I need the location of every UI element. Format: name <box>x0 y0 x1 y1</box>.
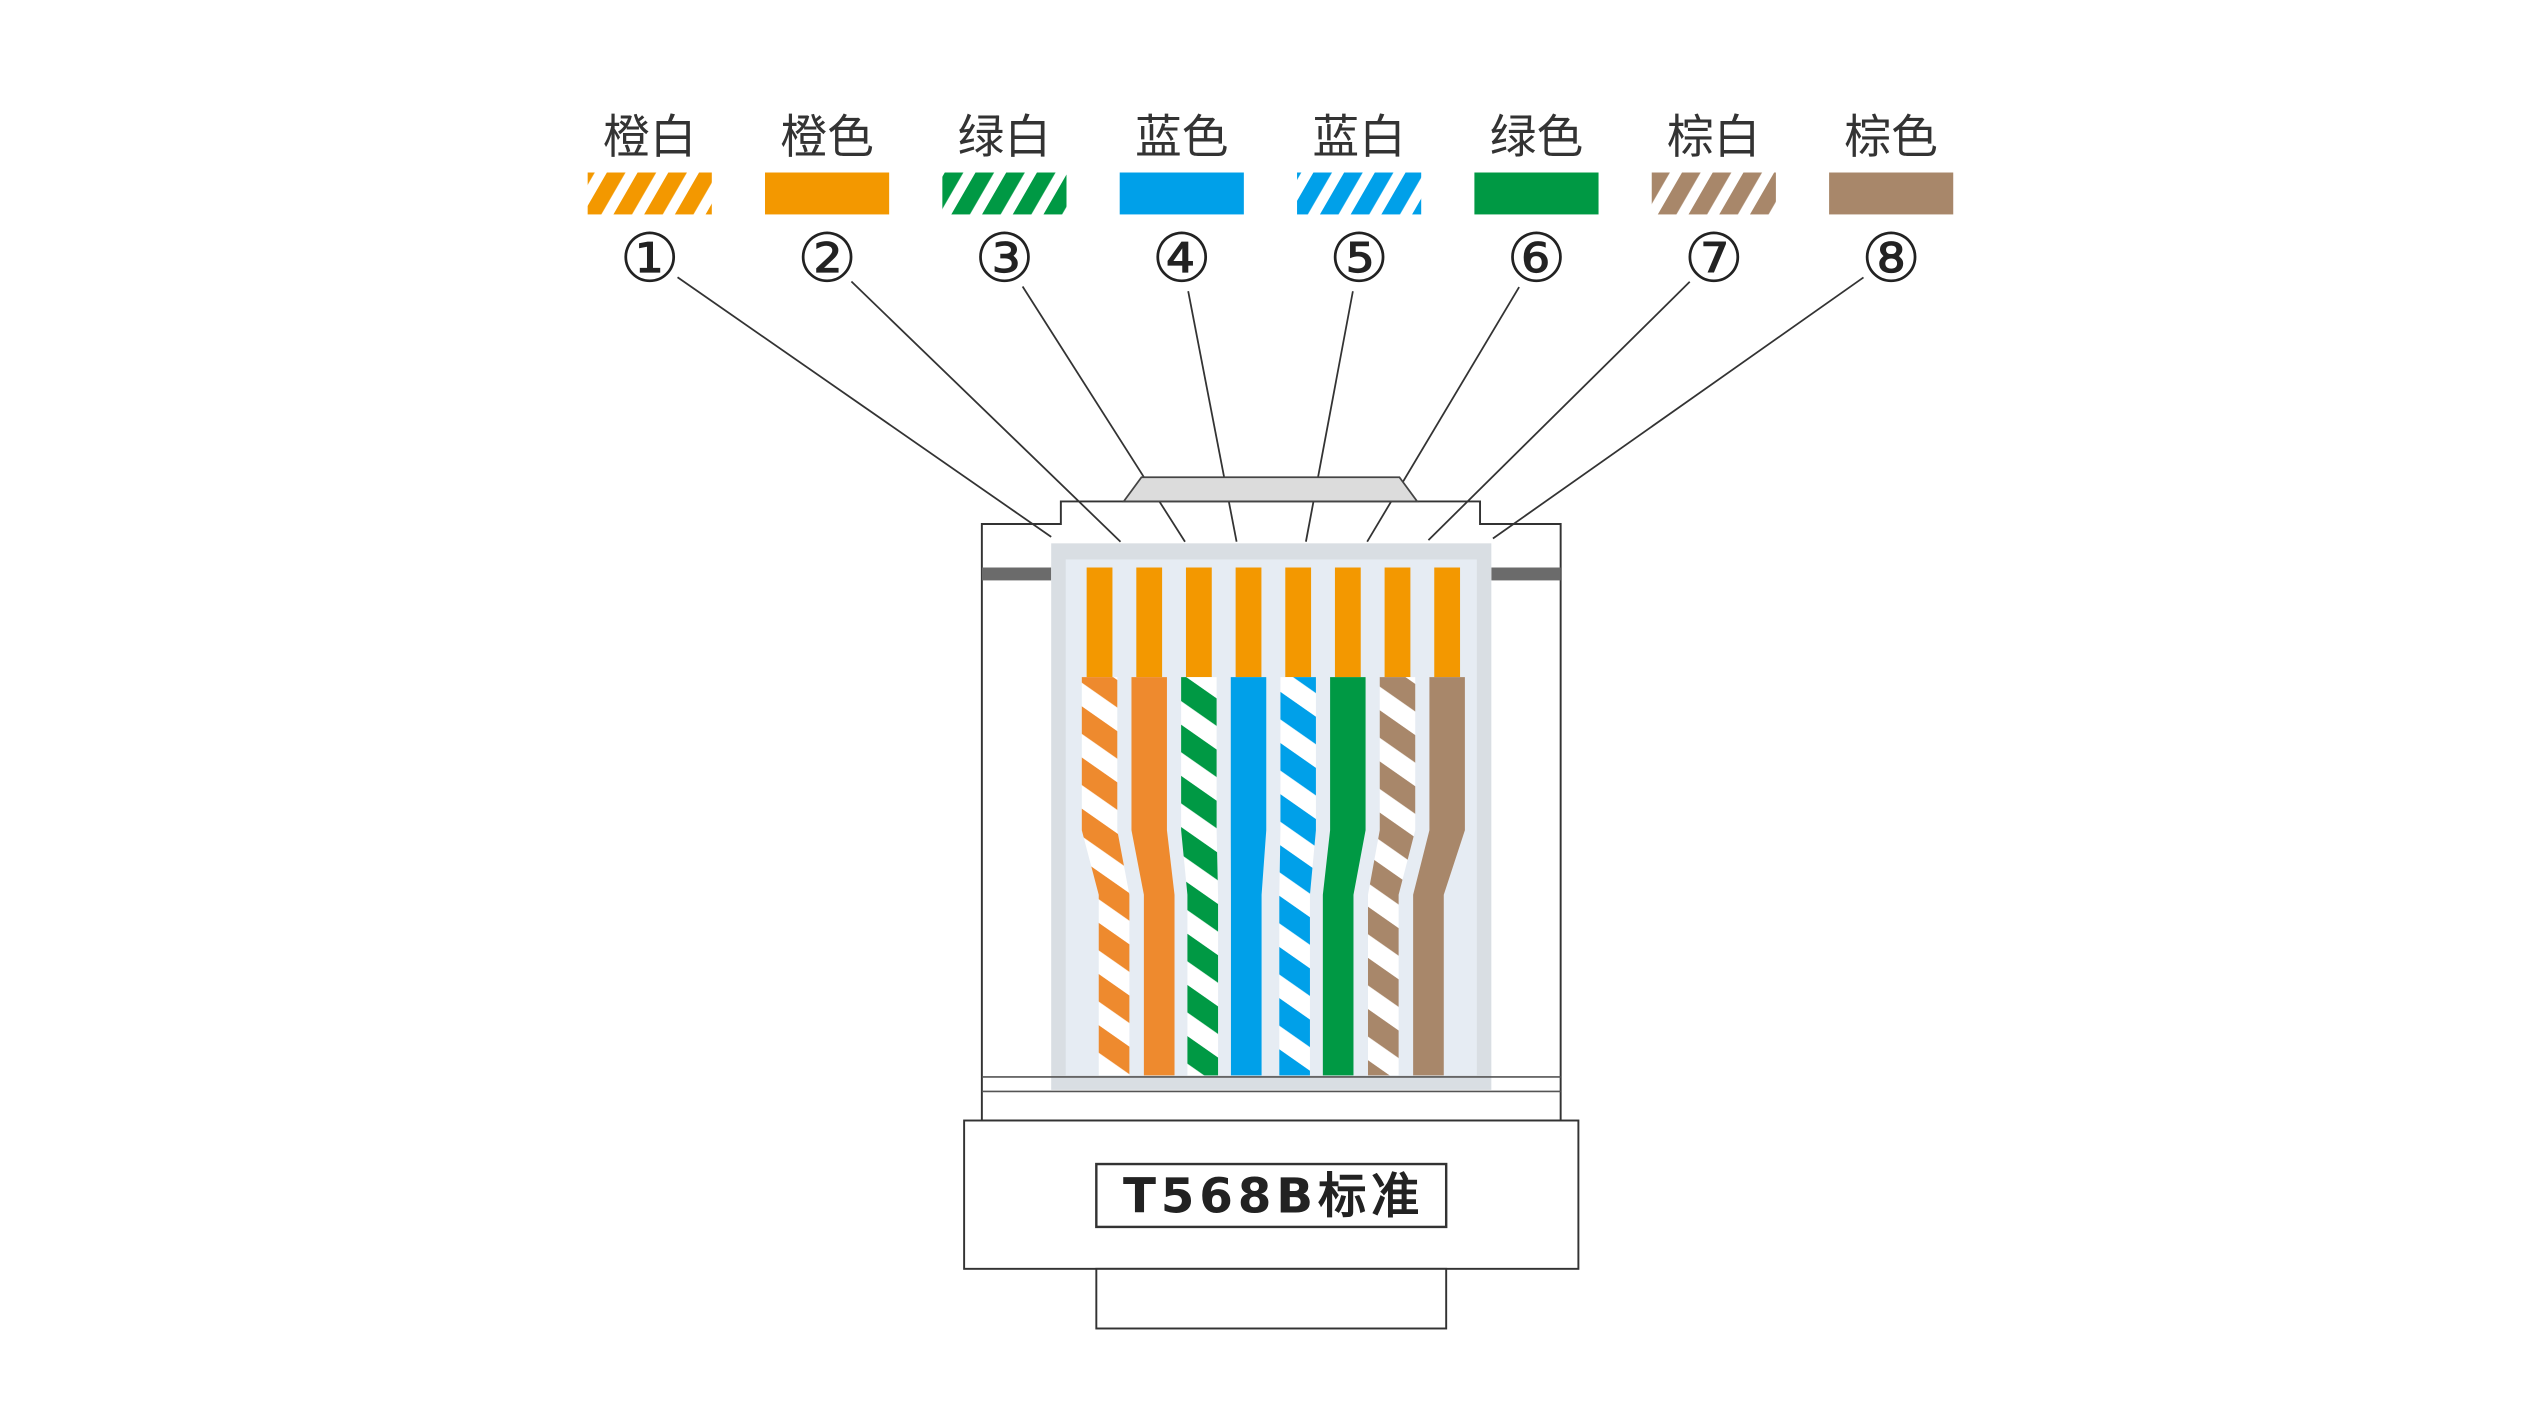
legend-swatch-8 <box>1829 172 1954 215</box>
contact-pin-6 <box>1334 567 1361 678</box>
pin-number-4: ④ <box>1151 218 1212 297</box>
leader-line-2 <box>850 280 1122 543</box>
leader-line-1 <box>677 276 1052 538</box>
legend-swatch-1 <box>587 172 712 215</box>
pin-number-7: ⑦ <box>1683 218 1744 297</box>
contact-pin-2 <box>1136 567 1163 678</box>
wire-7 <box>1367 677 1416 1076</box>
pin-number-5: ⑤ <box>1329 218 1390 297</box>
contact-pin-1 <box>1086 567 1113 678</box>
connector-base <box>963 1119 1580 1270</box>
contact-pin-7 <box>1384 567 1411 678</box>
wire-3 <box>1181 677 1219 1076</box>
legend-swatch-4 <box>1119 172 1244 215</box>
legend-swatch-7 <box>1651 172 1776 215</box>
wire-color-swatches <box>587 172 1954 215</box>
legend-label-5: 蓝白 <box>1312 111 1406 165</box>
legend-swatch-3 <box>942 172 1067 215</box>
pin-number-1: ① <box>619 218 680 297</box>
latch-band-left <box>981 567 1052 581</box>
legend-label-3: 绿白 <box>958 111 1052 165</box>
wire-2 <box>1131 677 1175 1076</box>
wire-5 <box>1279 677 1316 1076</box>
legend-label-1: 橙白 <box>603 111 697 165</box>
wire-4 <box>1230 677 1267 1076</box>
legend-label-2: 橙色 <box>780 111 874 165</box>
leader-line-8 <box>1492 276 1864 540</box>
wire-1 <box>1081 677 1130 1076</box>
legend-label-6: 绿色 <box>1490 111 1584 165</box>
legend-swatch-5 <box>1297 172 1422 215</box>
wires <box>1081 677 1465 1076</box>
pin-numbers: ① ② ③ ④ ⑤ ⑥ ⑦ ⑧ <box>619 218 1921 297</box>
legend-label-7: 棕白 <box>1667 111 1761 165</box>
wire-6 <box>1322 677 1366 1076</box>
pin-number-3: ③ <box>974 218 1035 297</box>
connector-latch-tab <box>1121 476 1419 503</box>
contact-pin-5 <box>1285 567 1312 678</box>
wire-color-labels: 橙白 橙色 绿白 蓝色 蓝白 绿色 棕白 棕色 <box>603 111 1938 165</box>
pin-number-8: ⑧ <box>1861 218 1922 297</box>
legend-label-8: 棕色 <box>1844 111 1938 165</box>
contact-pin-8 <box>1434 567 1461 678</box>
rj45-connector: T568B标准 <box>963 500 1580 1330</box>
wire-8 <box>1413 677 1465 1076</box>
legend-swatch-2 <box>765 172 890 215</box>
standard-label: T568B标准 <box>1123 1168 1424 1224</box>
latch-band-right <box>1491 567 1561 581</box>
legend-label-4: 蓝色 <box>1135 111 1229 165</box>
cable-boot <box>1095 1267 1448 1330</box>
gold-contact-pins <box>1086 567 1461 678</box>
contact-pin-3 <box>1185 567 1212 678</box>
legend-swatch-6 <box>1474 172 1599 215</box>
leader-line-7 <box>1427 281 1691 541</box>
pin-number-6: ⑥ <box>1506 218 1567 297</box>
contact-pin-4 <box>1235 567 1262 678</box>
pin-number-2: ② <box>797 218 858 297</box>
standard-label-box <box>1095 1162 1448 1229</box>
